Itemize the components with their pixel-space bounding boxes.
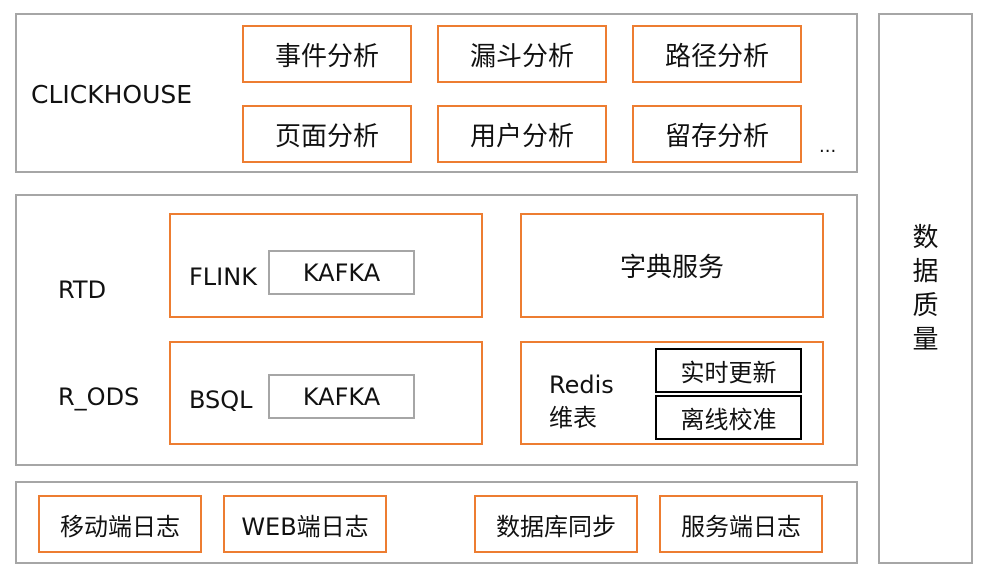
- retention-analysis-box: 留存分析: [632, 105, 802, 163]
- data-quality-panel: 数 据 质 量: [878, 13, 973, 564]
- mobile-log-box: 移动端日志: [38, 495, 202, 553]
- bsql-label: BSQL: [189, 386, 253, 414]
- data-quality-char-1: 数: [912, 222, 939, 253]
- data-quality-char-3: 质: [912, 290, 939, 321]
- funnel-analysis-box: 漏斗分析: [437, 25, 607, 83]
- server-log-box: 服务端日志: [659, 495, 823, 553]
- more-ellipsis: ...: [819, 136, 837, 157]
- data-quality-char-4: 量: [912, 324, 939, 355]
- data-quality-char-2: 据: [912, 256, 939, 287]
- bsql-kafka-box: KAFKA: [268, 374, 415, 419]
- db-sync-box: 数据库同步: [474, 495, 638, 553]
- rods-label: R_ODS: [58, 383, 140, 411]
- web-log-box: WEB端日志: [223, 495, 387, 553]
- path-analysis-box: 路径分析: [632, 25, 802, 83]
- flink-kafka-box: KAFKA: [268, 250, 415, 295]
- dim-table-label: 维表: [549, 404, 597, 432]
- page-analysis-box: 页面分析: [242, 105, 412, 163]
- rtd-label: RTD: [58, 276, 107, 304]
- flink-label: FLINK: [189, 263, 257, 291]
- user-analysis-box: 用户分析: [437, 105, 607, 163]
- event-analysis-box: 事件分析: [242, 25, 412, 83]
- realtime-update-box: 实时更新: [655, 348, 802, 393]
- clickhouse-label: CLICKHOUSE: [31, 80, 193, 109]
- offline-calibrate-box: 离线校准: [655, 395, 802, 440]
- dict-service-box: 字典服务: [520, 213, 824, 318]
- redis-label: Redis: [549, 371, 614, 399]
